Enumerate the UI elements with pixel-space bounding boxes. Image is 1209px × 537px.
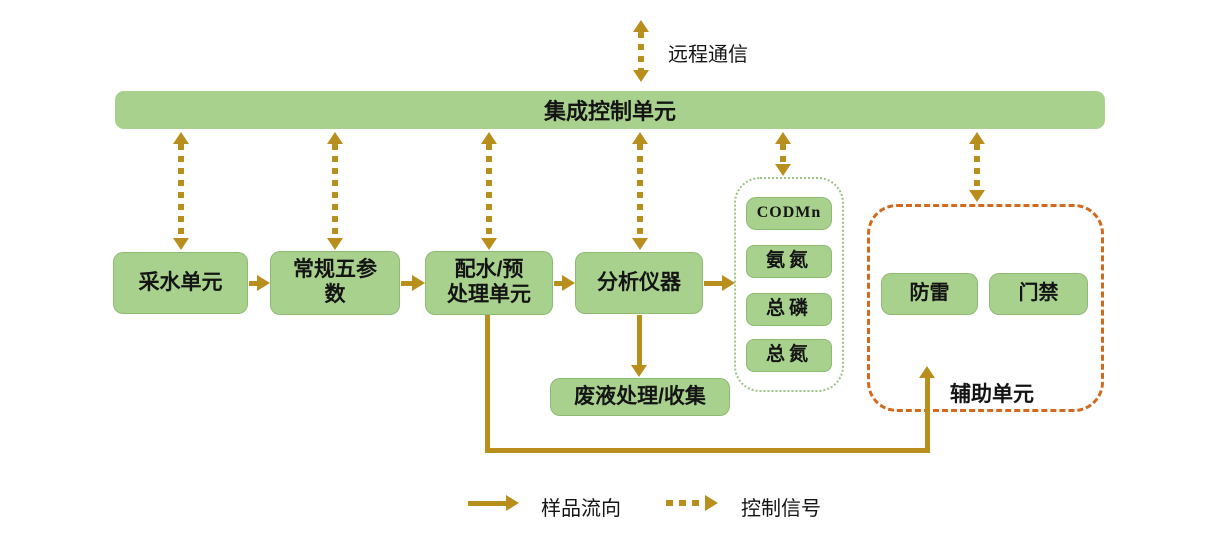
arrow-right-icon: [412, 275, 425, 291]
legend-sample-flow-label: 样品流向: [541, 498, 621, 520]
control-arrow-aux-unit: [969, 132, 985, 202]
arrow-down-icon: [173, 238, 189, 250]
analyzer-codmn: CODMn: [746, 197, 832, 230]
arrow-down-icon: [481, 238, 497, 250]
aux-unit-frame: [867, 204, 1104, 412]
arrow-down-icon: [631, 365, 647, 377]
arrow-up-icon: [327, 132, 343, 144]
sample-arrow-to-waste: [631, 315, 647, 377]
analyzer-tn: 总氮: [746, 339, 832, 372]
analyzer-group-frame: [734, 177, 844, 392]
remote-comm-arrow-icon: [633, 20, 649, 82]
node-waste-treatment: 废液处理/收集: [550, 378, 730, 416]
arrow-up-icon: [481, 132, 497, 144]
arrow-down-icon: [969, 190, 985, 202]
aux-lightning-protection: 防雷: [881, 273, 978, 315]
node-water-intake-unit: 采水单元: [113, 252, 248, 314]
control-arrow-five-params: [327, 132, 343, 250]
sample-arrow-1: [249, 275, 270, 291]
arrow-down-icon: [633, 70, 649, 82]
sample-arrow-2: [401, 275, 425, 291]
arrow-right-icon: [257, 275, 270, 291]
remote-comm-label: 远程通信: [668, 44, 748, 66]
arrow-down-icon: [327, 238, 343, 250]
control-arrow-pretreatment: [481, 132, 497, 250]
arrow-right-icon: [705, 495, 718, 511]
node-pretreatment-unit: 配水/预 处理单元: [425, 251, 553, 315]
arrow-right-icon: [562, 275, 575, 291]
arrow-down-icon: [632, 238, 648, 250]
sample-arrow-to-analyzers: [704, 275, 735, 291]
control-arrow-analyzer-group: [775, 132, 791, 176]
legend-control-signal-label: 控制信号: [741, 498, 821, 520]
arrow-up-icon: [633, 20, 649, 32]
node-five-params: 常规五参 数: [270, 251, 400, 315]
arrow-up-icon: [969, 132, 985, 144]
arrow-up-icon: [632, 132, 648, 144]
connector-up-segment: [925, 378, 930, 450]
connector-horizontal-segment: [485, 448, 930, 453]
arrow-up-icon: [919, 366, 935, 378]
legend-sample-arrow-icon: [468, 495, 519, 511]
arrow-down-icon: [775, 164, 791, 176]
node-analyzer: 分析仪器: [575, 252, 703, 314]
legend-control-arrow-icon: [666, 495, 718, 511]
control-arrow-water-intake: [173, 132, 189, 250]
arrow-up-icon: [775, 132, 791, 144]
analyzer-nh3n: 氨氮: [746, 245, 832, 278]
arrow-right-icon: [722, 275, 735, 291]
control-arrow-analyzer: [632, 132, 648, 250]
connector-vertical-segment: [485, 315, 490, 453]
aux-unit-title: 辅助单元: [950, 383, 1034, 406]
aux-access-control: 门禁: [989, 273, 1088, 315]
arrow-up-icon: [173, 132, 189, 144]
integrated-control-unit-bar: 集成控制单元: [115, 91, 1105, 129]
sample-arrow-3: [554, 275, 575, 291]
analyzer-tp: 总磷: [746, 293, 832, 326]
arrow-right-icon: [506, 495, 519, 511]
